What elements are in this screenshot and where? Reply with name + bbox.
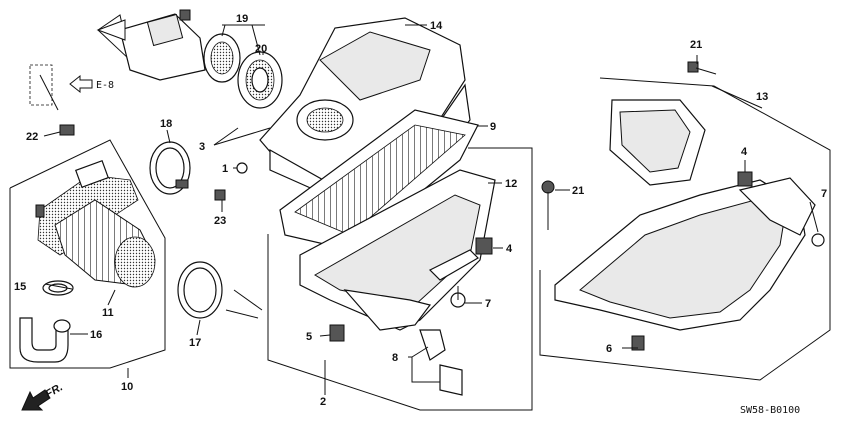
- band-clamp-18: [149, 141, 191, 195]
- grommet-4-mid: [475, 237, 493, 255]
- callout-7-mid: 7: [485, 298, 491, 310]
- callout-11: 11: [102, 307, 114, 319]
- callout-4-right: 4: [741, 146, 748, 158]
- callout-13: 13: [756, 91, 768, 103]
- callout-3: 3: [199, 141, 205, 153]
- intake-duct-hose: [35, 159, 156, 288]
- callout-8: 8: [392, 352, 398, 364]
- sensor-connector-22: [29, 64, 75, 136]
- callout-16: 16: [90, 329, 102, 341]
- callout-23: 23: [214, 215, 226, 227]
- callout-2: 2: [320, 396, 326, 408]
- inlet-seal-ring: [237, 51, 283, 109]
- bent-tube-16: [19, 317, 71, 363]
- group-outlines: [9, 14, 831, 411]
- resonator-chamber: [554, 177, 816, 331]
- callout-1: 1: [222, 163, 228, 175]
- meter-direction-arrow: [96, 19, 126, 41]
- callout-17: 17: [189, 337, 201, 349]
- callout-22: 22: [26, 131, 38, 143]
- callout-21-top: 21: [690, 39, 702, 51]
- bracket-8: [419, 329, 463, 396]
- bolt-23: [214, 189, 226, 201]
- grommet-5: [329, 324, 345, 342]
- air-flow-meter: [119, 9, 241, 83]
- reference-arrow: [69, 74, 93, 94]
- direction-label: FR.: [44, 381, 65, 400]
- reference-label: E-8: [96, 80, 114, 91]
- callout-9: 9: [490, 121, 496, 133]
- air-filter-element: [279, 109, 479, 251]
- resonator-upper: [609, 99, 706, 186]
- pin-7-right: [811, 233, 825, 247]
- callout-5: 5: [306, 331, 312, 343]
- callout-7-right: 7: [821, 188, 827, 200]
- band-clamp-17: [177, 261, 223, 319]
- leader-lines: [43, 24, 819, 395]
- bolt-21-top: [687, 61, 717, 75]
- diagram-code: SW58-B0100: [740, 405, 800, 416]
- callout-6: 6: [606, 343, 612, 355]
- callout-18: 18: [160, 118, 172, 130]
- callout-10: 10: [121, 381, 133, 393]
- callout-21-mid: 21: [572, 185, 584, 197]
- air-cleaner-case: [299, 169, 496, 331]
- callout-12: 12: [505, 178, 517, 190]
- callout-19: 19: [236, 13, 248, 25]
- pin-7-mid: [450, 286, 466, 308]
- callout-20: 20: [255, 43, 267, 55]
- bolt-21-mid: [541, 180, 555, 230]
- front-direction-arrow: [21, 389, 51, 411]
- callout-4-mid: 4: [506, 243, 513, 255]
- grommet-4-right: [737, 171, 753, 187]
- clip-6: [631, 335, 645, 351]
- callout-15: 15: [14, 281, 26, 293]
- grommet-1: [236, 162, 248, 174]
- callout-14: 14: [430, 20, 443, 32]
